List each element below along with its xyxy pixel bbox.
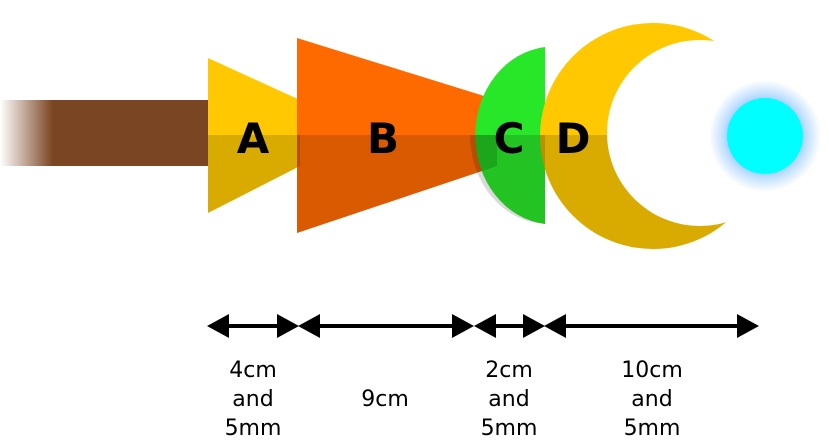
measurement-b: 9cm — [361, 387, 409, 412]
measurement-c-line-3: 5mm — [481, 416, 538, 441]
part-c — [475, 47, 545, 224]
gem — [727, 98, 803, 174]
part-a-shape — [208, 58, 300, 213]
part-b-label: B — [367, 114, 399, 163]
part-c-shape — [475, 47, 545, 224]
part-d — [540, 23, 766, 249]
part-d-shape — [540, 23, 766, 249]
dimension-arrow-a — [207, 314, 299, 338]
measurement-a-line-1: 4cm — [229, 358, 277, 383]
measurement-c-line-1: 2cm — [485, 358, 533, 383]
measurement-c-line-2: and — [488, 387, 529, 412]
part-d-label: D — [556, 114, 591, 163]
measurement-c: 2cm and 5mm — [481, 358, 538, 441]
measurement-b-line-1: 9cm — [361, 387, 409, 412]
part-a — [208, 58, 300, 213]
dimension-arrows — [207, 314, 759, 338]
measurement-d-line-1: 10cm — [621, 358, 683, 383]
part-c-label: C — [494, 114, 525, 163]
part-a-label: A — [237, 114, 270, 163]
dimension-arrow-d — [544, 314, 759, 338]
dimension-arrow-c — [474, 314, 545, 338]
measurement-a-line-2: and — [232, 387, 273, 412]
measurement-a: 4cm and 5mm — [225, 358, 282, 441]
part-b — [297, 38, 497, 233]
staff-handle — [0, 100, 212, 166]
measurement-d: 10cm and 5mm — [621, 358, 683, 441]
measurement-d-line-2: and — [631, 387, 672, 412]
measurement-d-line-3: 5mm — [624, 416, 681, 441]
measurement-a-line-3: 5mm — [225, 416, 282, 441]
part-b-shape — [297, 38, 497, 233]
dimension-arrow-b — [298, 314, 474, 338]
